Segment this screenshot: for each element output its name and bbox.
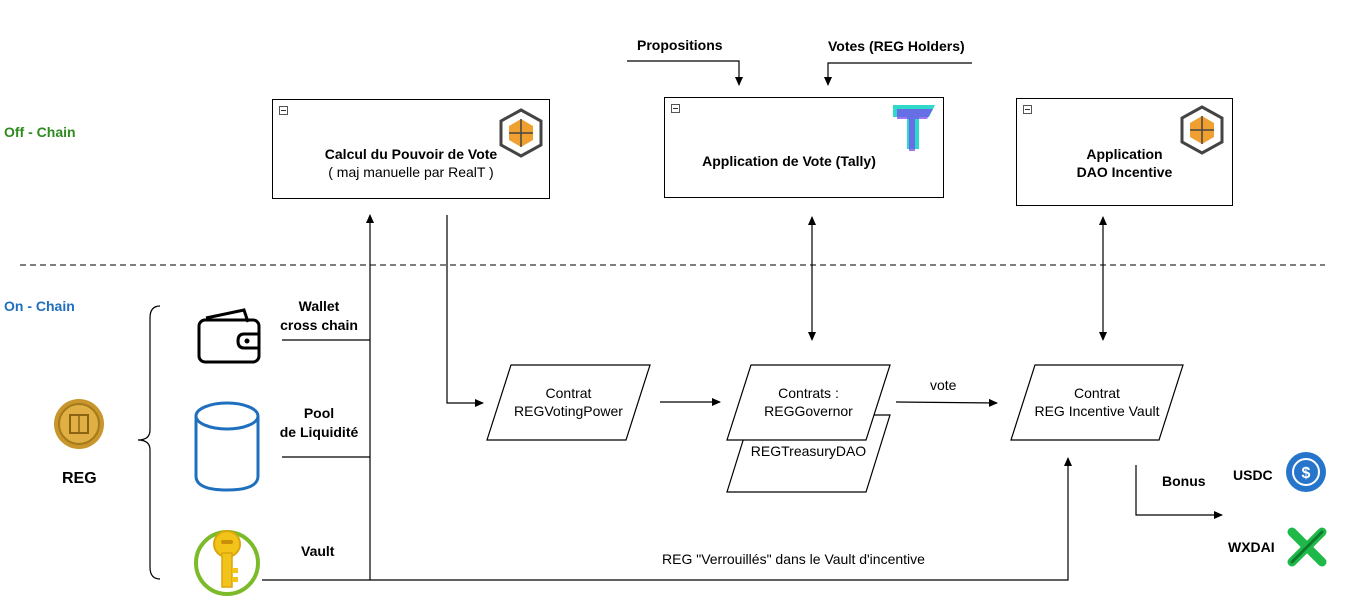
calc-to-votingpower-arrow <box>446 215 484 407</box>
tally-title: Application de Vote (Tally) <box>702 153 876 169</box>
wxdai-label: WXDAI <box>1228 539 1275 555</box>
pool-label-line2: de Liquidité <box>279 424 359 440</box>
realt-cube-icon <box>499 108 543 158</box>
collapse-toggle[interactable] <box>279 106 288 115</box>
voting-power-calc-box: Calcul du Pouvoir de Vote ( maj manuelle… <box>272 99 550 199</box>
vault-label: Vault <box>301 543 335 559</box>
governor-to-vault-arrow <box>895 398 998 407</box>
usdc-icon: $ <box>1286 452 1326 492</box>
contract-votingpower-line1: Contrat <box>545 385 592 401</box>
tally-box: Application de Vote (Tally) <box>664 97 944 198</box>
wallet-label: Wallet cross chain <box>270 297 368 335</box>
locked-reg-arrow <box>370 457 1072 581</box>
wallet-label-line1: Wallet <box>298 298 340 314</box>
reg-label: REG <box>62 470 97 487</box>
contract-governor-shape <box>726 364 891 441</box>
xdai-icon <box>1287 527 1327 567</box>
on-chain-label: On - Chain <box>4 298 75 314</box>
voting-power-calc-title: Calcul du Pouvoir de Vote <box>324 146 498 162</box>
dao-incentive-line2: DAO Incentive <box>1076 164 1173 180</box>
contract-votingpower-shape <box>486 364 651 441</box>
dao-incentive-line1: Application <box>1086 146 1163 162</box>
database-icon <box>194 401 260 492</box>
contract-incentive-vault-line1: Contrat <box>1074 385 1120 401</box>
votes-arrow <box>824 62 972 86</box>
collapse-toggle[interactable] <box>1023 105 1032 114</box>
tally-logo-icon <box>893 105 935 151</box>
pool-label: Pool de Liquidité <box>270 404 368 442</box>
wallet-label-line2: cross chain <box>280 317 358 333</box>
locked-reg-label: REG "Verrouillés" dans le Vault d'incent… <box>662 551 925 567</box>
contract-incentive-vault-label: Contrat REG Incentive Vault <box>1011 384 1183 420</box>
contract-votingpower-label: Contrat REGVotingPower <box>487 384 650 420</box>
votes-label: Votes (REG Holders) <box>828 38 965 54</box>
sources-brace <box>137 305 161 580</box>
vote-edge-label: vote <box>930 377 957 393</box>
propositions-label: Propositions <box>637 37 723 53</box>
realt-cube-icon <box>1180 105 1224 155</box>
svg-text:$: $ <box>1302 465 1311 482</box>
reg-coin-icon <box>54 399 104 449</box>
contract-incentive-vault-shape <box>1010 364 1184 441</box>
voting-power-calc-subtitle: ( maj manuelle par RealT ) <box>328 164 494 180</box>
dao-incentive-box: Application DAO Incentive <box>1016 98 1233 206</box>
contract-governor-line2: REGGovernor <box>764 403 853 419</box>
bonus-arrow <box>1135 465 1223 519</box>
contract-treasury-label: REGTreasuryDAO <box>750 443 867 459</box>
key-icon <box>194 530 260 596</box>
wallet-icon <box>197 308 261 364</box>
contract-incentive-vault-line2: REG Incentive Vault <box>1034 403 1160 419</box>
contract-governor-line1: Contrats : <box>778 385 839 401</box>
off-chain-label: Off - Chain <box>4 124 76 140</box>
bonus-label: Bonus <box>1162 473 1206 489</box>
usdc-label: USDC <box>1233 467 1273 483</box>
pool-label-line1: Pool <box>303 405 335 421</box>
collapse-toggle[interactable] <box>671 104 680 113</box>
contract-votingpower-line2: REGVotingPower <box>514 403 623 419</box>
contract-governor-label: Contrats : REGGovernor <box>727 384 890 420</box>
propositions-arrow <box>627 60 743 86</box>
